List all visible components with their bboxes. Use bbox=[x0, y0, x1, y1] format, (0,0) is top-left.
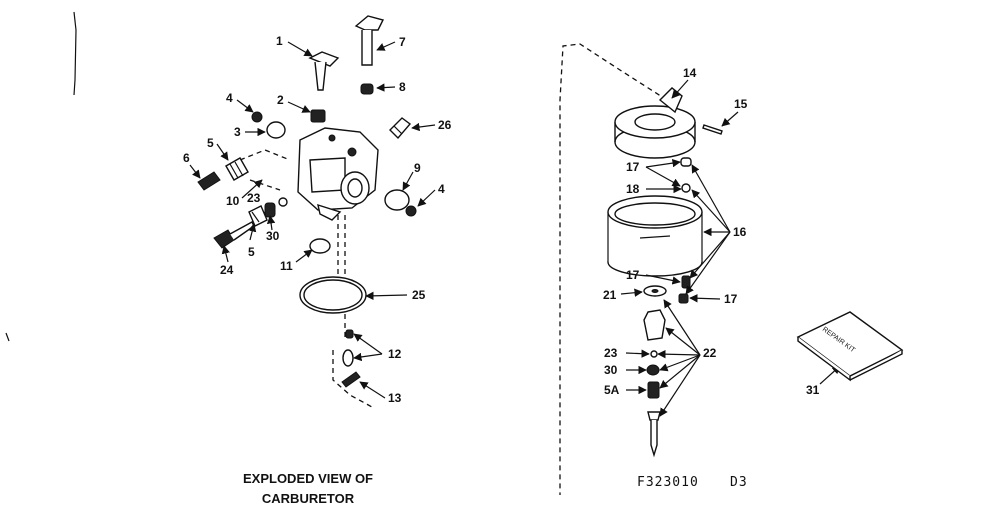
callout-30: 30 bbox=[266, 229, 280, 243]
callout-15: 15 bbox=[734, 97, 748, 111]
callout-22: 22 bbox=[703, 346, 717, 360]
leader-lines-left bbox=[189, 41, 436, 399]
assembly-dashed-line bbox=[332, 215, 373, 408]
callout-17: 17 bbox=[626, 160, 640, 174]
callout-4: 4 bbox=[226, 91, 233, 105]
part-14-float bbox=[614, 87, 696, 159]
callout-10: 10 bbox=[226, 194, 240, 208]
part-23-right-washer bbox=[650, 350, 658, 358]
callout-26: 26 bbox=[438, 118, 452, 132]
callout-25: 25 bbox=[412, 288, 426, 302]
page-edge-mark bbox=[5, 332, 10, 342]
part-17-upper bbox=[680, 157, 692, 167]
callout-8: 8 bbox=[399, 80, 406, 94]
section-divider-dashed bbox=[559, 43, 668, 495]
callout-1: 1 bbox=[276, 34, 283, 48]
callout-6: 6 bbox=[183, 151, 190, 165]
callout-7: 7 bbox=[399, 35, 406, 49]
leader-lines-right bbox=[620, 79, 841, 417]
callout-23: 23 bbox=[604, 346, 618, 360]
drawing-suffix: D3 bbox=[730, 475, 748, 490]
part-31-repair-kit: REPAIR KIT bbox=[796, 311, 904, 382]
callout-23: 23 bbox=[247, 191, 261, 205]
caption-line-2: CARBURETOR bbox=[262, 491, 355, 506]
callout-3: 3 bbox=[234, 125, 241, 139]
part-choke-shaft bbox=[354, 15, 385, 66]
callout-30: 30 bbox=[604, 363, 618, 377]
part-5A-spring bbox=[647, 381, 660, 399]
callout-5: 5 bbox=[248, 245, 255, 259]
part-13-pin bbox=[341, 371, 361, 388]
part-18-washer bbox=[681, 183, 691, 193]
part-16-float-bowl bbox=[607, 195, 703, 277]
callout-14: 14 bbox=[683, 66, 697, 80]
callout-21: 21 bbox=[603, 288, 617, 302]
part-9-plate bbox=[384, 189, 410, 211]
callout-4: 4 bbox=[438, 182, 445, 196]
carburetor-body bbox=[297, 127, 379, 221]
part-5-needle-spring bbox=[225, 157, 249, 181]
callout-5: 5 bbox=[207, 136, 214, 150]
part-30-seal bbox=[264, 202, 276, 218]
caption-line-1: EXPLODED VIEW OF bbox=[243, 471, 373, 486]
part-4-screw bbox=[251, 111, 263, 123]
part-2-spring bbox=[310, 109, 326, 123]
callout-16: 16 bbox=[733, 225, 747, 239]
callout-13: 13 bbox=[388, 391, 402, 405]
callout-24: 24 bbox=[220, 263, 234, 277]
part-11-gasket bbox=[309, 238, 331, 254]
callout-12: 12 bbox=[388, 347, 402, 361]
callout-18: 18 bbox=[626, 182, 640, 196]
part-12-upper bbox=[345, 329, 354, 339]
callout-31: 31 bbox=[806, 383, 820, 397]
part-15-hinge-pin bbox=[702, 124, 723, 135]
part-23-washer bbox=[278, 197, 288, 207]
callout-11: 11 bbox=[280, 259, 293, 273]
part-throttle-shaft bbox=[308, 51, 340, 91]
part-17-lower bbox=[678, 293, 689, 304]
callout-5A: 5A bbox=[604, 383, 620, 397]
callout-9: 9 bbox=[414, 161, 421, 175]
part-21-washer bbox=[643, 285, 667, 297]
callout-17: 17 bbox=[626, 268, 640, 282]
part-22-needle bbox=[647, 411, 661, 458]
part-25-bowl-gasket bbox=[299, 276, 367, 314]
callout-2: 2 bbox=[277, 93, 284, 107]
part-17-mid bbox=[681, 275, 691, 289]
callout-17: 17 bbox=[724, 292, 738, 306]
part-30-right-seal bbox=[646, 364, 660, 376]
part-8-washer bbox=[360, 83, 374, 95]
part-3-plate bbox=[266, 121, 286, 139]
part-4-right-screw bbox=[405, 205, 417, 217]
part-12-lower bbox=[342, 349, 354, 367]
part-22-bowl-nut bbox=[643, 309, 666, 341]
part-6-idle-screw bbox=[197, 171, 221, 191]
drawing-number: F323010 bbox=[637, 475, 699, 490]
page-edge-bracket bbox=[73, 11, 77, 96]
part-26-fitting bbox=[389, 117, 412, 140]
